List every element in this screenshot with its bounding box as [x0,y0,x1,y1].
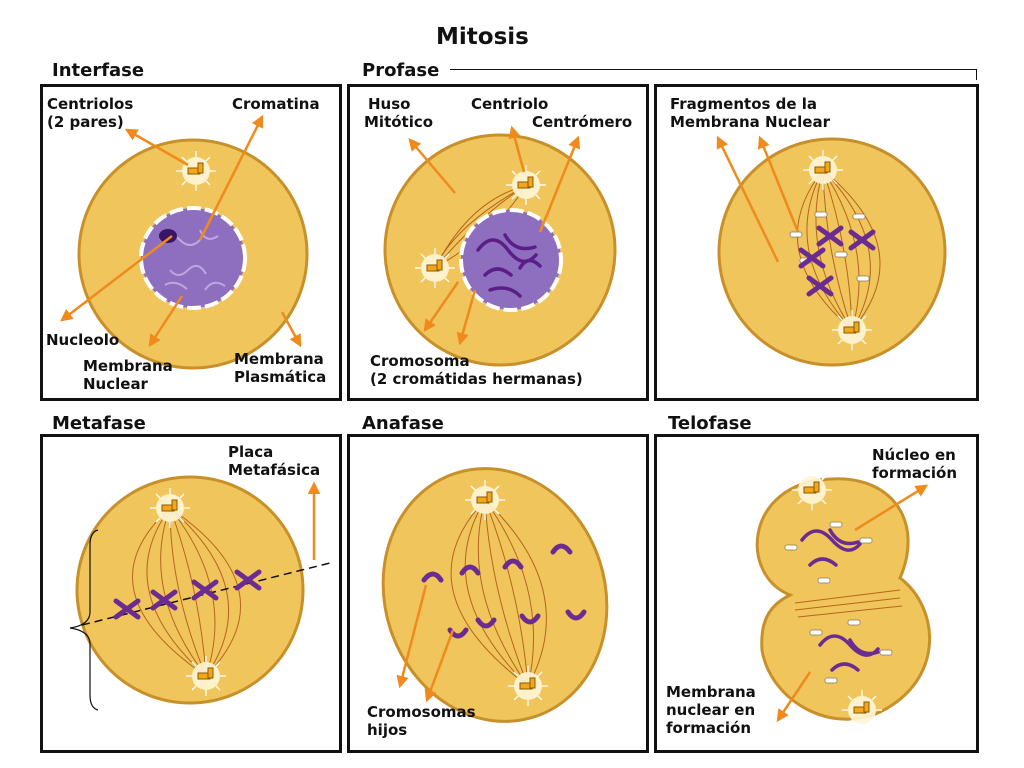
anafase-cell [381,467,609,723]
profase-arrows [408,125,581,346]
phase-title-anafase: Anafase [362,413,444,434]
label-membrana-nuclear-en-2: nuclear en [666,701,756,719]
label-nucleo-formacion: formación [872,464,957,482]
interfase-arrows [60,114,302,348]
profase-cell [383,133,617,367]
label-fragmentos: Fragmentos de la [670,95,818,113]
phase-title-metafase: Metafase [52,413,146,434]
label-membrana-formacion: formación [666,719,751,737]
label-centriolo: Centriolo [471,95,549,113]
telofase-cell [755,469,931,731]
label-membrana-plasmatica-2: Plasmática [234,368,327,386]
anafase-arrows [396,584,455,703]
interfase-cell [77,138,309,370]
label-centriolos-pares: (2 pares) [47,113,124,131]
label-membrana-nuclear-en: Membrana [666,683,756,701]
label-huso: Huso [368,95,411,113]
label-placa: Placa [228,443,274,461]
label-nucleolo: Nucleolo [46,331,120,349]
label-huso-mitotico: Mitótico [364,113,434,131]
label-membrana-plasmatica: Membrana [234,350,324,368]
phase-title-interfase: Interfase [52,60,145,81]
diagram-title: Mitosis [436,24,529,50]
label-fragmentos-membrana: Membrana Nuclear [670,113,830,131]
label-centromero: Centrómero [532,113,633,131]
label-hijos: hijos [367,721,408,739]
phase-title-telofase: Telofase [668,413,752,434]
label-membrana-nuclear: Membrana [83,357,173,375]
label-cromatina: Cromatina [232,95,320,113]
phase-title-profase: Profase [362,60,440,81]
prometafase-arrows [716,135,800,263]
prometafase-cell [717,137,947,367]
label-nucleo-en: Núcleo en [872,446,956,464]
label-placa-metafasica: Metafásica [228,461,321,479]
profase-bracket-line [450,69,977,80]
label-centriolos: Centriolos [47,95,134,113]
label-cromosoma: Cromosoma [370,352,470,370]
label-cromosomas-hijos: Cromosomas [367,703,476,721]
metafase-cell [69,475,331,711]
label-cromatidas: (2 cromátidas hermanas) [370,370,583,388]
telofase-arrows [776,484,929,723]
label-membrana-nuclear-2: Nuclear [83,375,148,393]
